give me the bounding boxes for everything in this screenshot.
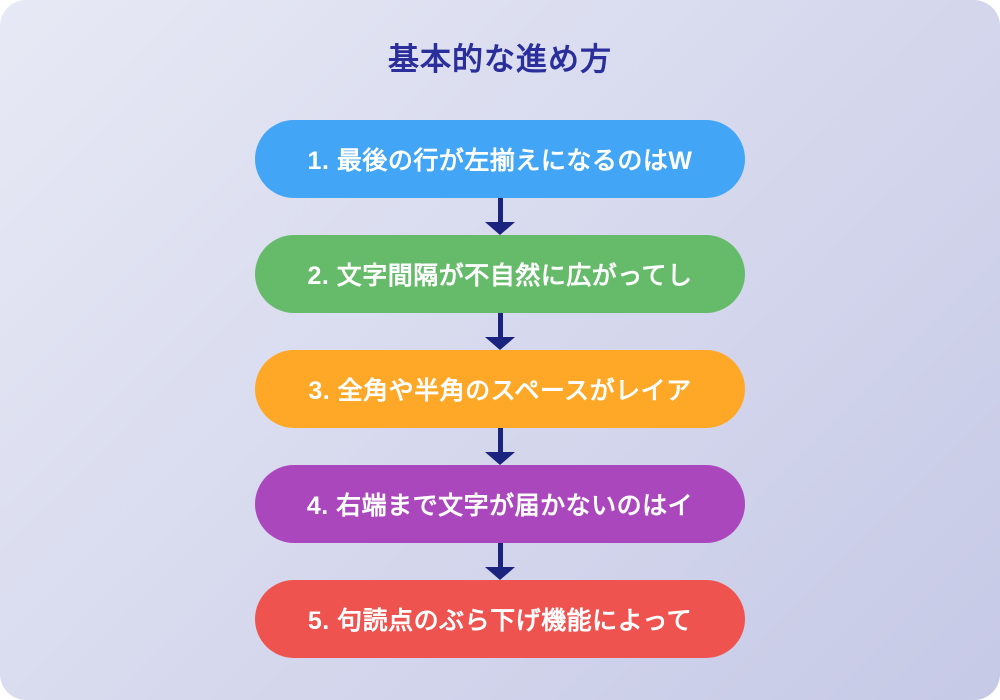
step-label: 5. 句読点のぶら下げ機能によって — [307, 607, 693, 635]
arrow-stem — [497, 428, 503, 452]
arrow-head — [485, 222, 515, 235]
step-label: 1. 最後の行が左揃えになるのはW — [307, 147, 693, 175]
page-title: 基本的な進め方 — [388, 42, 612, 77]
step-pill: 2. 文字間隔が不自然に広がってし — [255, 235, 745, 313]
step-label: 3. 全角や半角のスペースがレイア — [308, 377, 692, 405]
down-arrow-icon — [485, 313, 515, 350]
step-pill: 1. 最後の行が左揃えになるのはW — [255, 120, 745, 198]
down-arrow-icon — [485, 198, 515, 235]
arrow-head — [485, 337, 515, 350]
step-label: 4. 右端まで文字が届かないのはイ — [306, 492, 694, 520]
arrow-stem — [497, 543, 503, 567]
down-arrow-icon — [485, 543, 515, 580]
arrow-head — [485, 452, 515, 465]
step-pill: 5. 句読点のぶら下げ機能によって — [255, 580, 745, 658]
arrow-stem — [497, 198, 503, 222]
flowchart: 1. 最後の行が左揃えになるのはW 2. 文字間隔が不自然に広がってし 3. 全… — [255, 120, 745, 658]
down-arrow-icon — [485, 428, 515, 465]
step-label: 2. 文字間隔が不自然に広がってし — [307, 262, 693, 290]
arrow-head — [485, 567, 515, 580]
arrow-stem — [497, 313, 503, 337]
step-pill: 4. 右端まで文字が届かないのはイ — [255, 465, 745, 543]
step-pill: 3. 全角や半角のスペースがレイア — [255, 350, 745, 428]
